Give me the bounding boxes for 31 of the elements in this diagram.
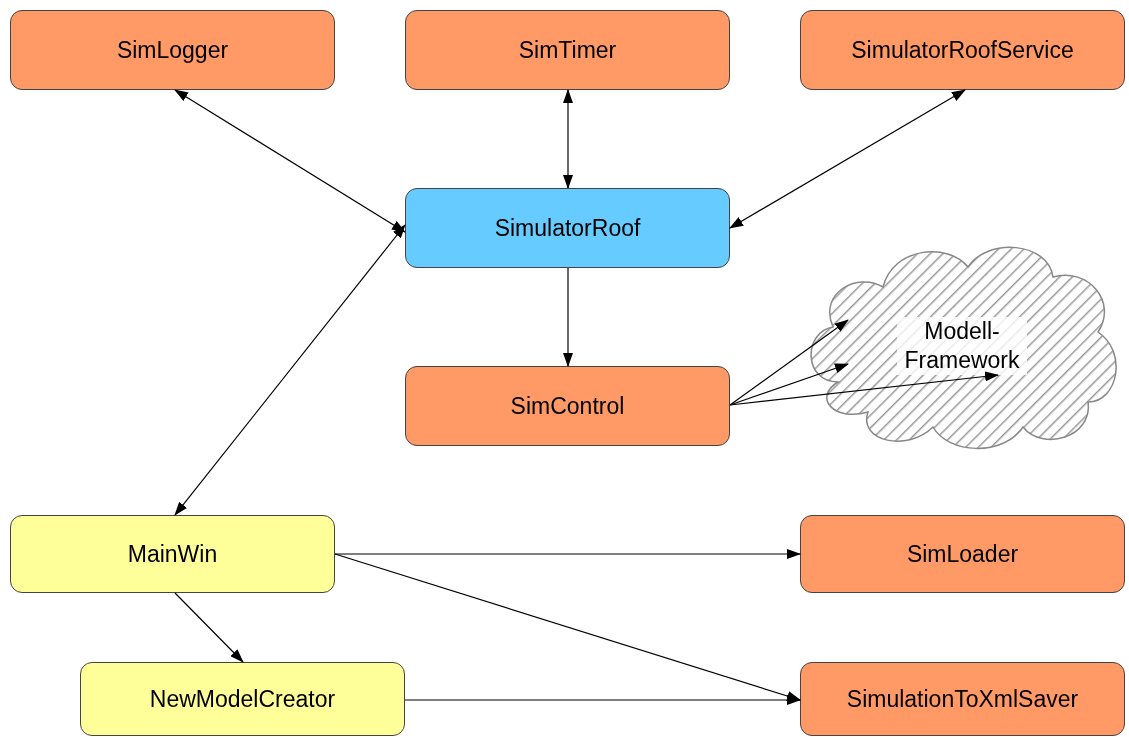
arrow [729, 363, 849, 406]
component-box [800, 10, 1125, 90]
node-label: SimLogger [116, 35, 229, 65]
node-label: SimTimer [518, 35, 617, 65]
arrow [334, 553, 801, 701]
arrow [729, 371, 999, 406]
node-label: SimulatorRoof [494, 213, 641, 243]
node-label: SimulatorRoofService [851, 35, 1074, 65]
component-box [800, 662, 1125, 736]
arrow [174, 592, 244, 663]
node-label: SimLoader [906, 539, 1019, 569]
component-box [80, 662, 405, 736]
arrow [729, 89, 966, 229]
arrow [174, 89, 406, 233]
arrow [404, 695, 801, 705]
component-box [10, 10, 335, 90]
node-label: SimulationToXmlSaver [846, 684, 1079, 714]
node-label: MainWin [127, 539, 218, 569]
component-box [405, 188, 730, 268]
arrow [174, 224, 406, 516]
component-box [800, 515, 1125, 593]
node-label: SimControl [510, 391, 625, 421]
component-box [405, 366, 730, 446]
arrow [563, 89, 573, 189]
component-box [10, 515, 335, 593]
arrow [334, 549, 801, 559]
component-box [405, 10, 730, 90]
arrow [563, 267, 573, 367]
node-label: NewModelCreator [149, 684, 336, 714]
arrow [729, 319, 849, 406]
node-label: Modell- Framework [897, 317, 1027, 375]
